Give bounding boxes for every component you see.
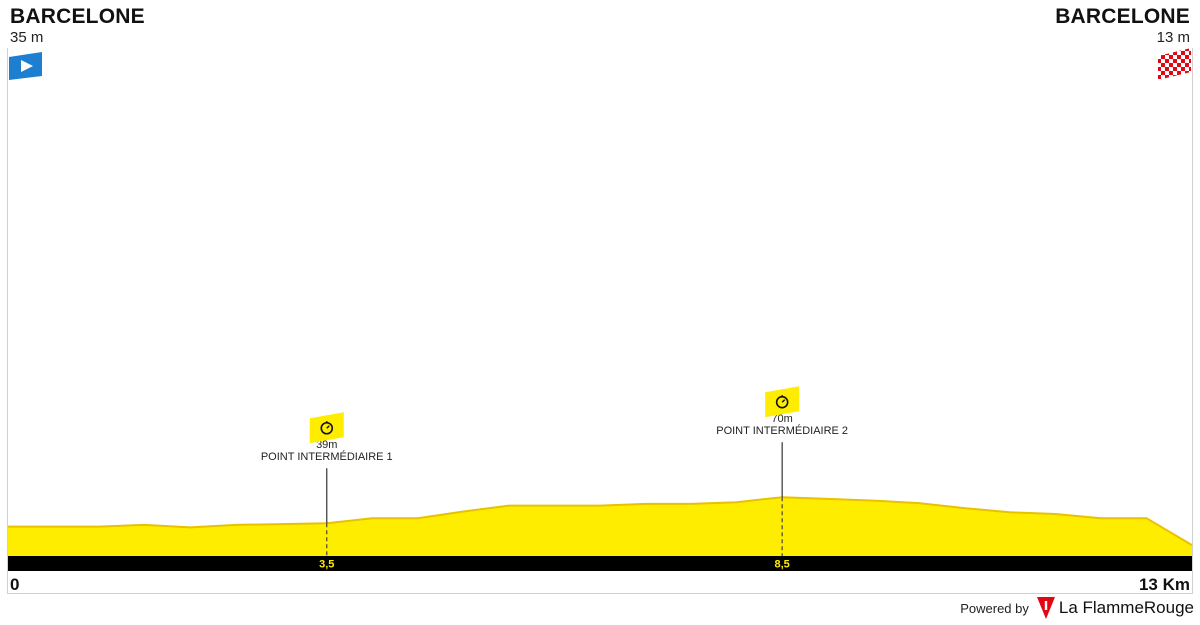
finish-altitude: 13 m [1156, 29, 1190, 46]
intermediate-altitude-2: 70m [771, 413, 792, 425]
axis-end-label: 13 Km [1138, 575, 1190, 594]
start-altitude: 35 m [10, 29, 44, 46]
stopwatch-hand [781, 399, 786, 403]
powered-by: Powered by La FlammeRouge [960, 597, 1194, 619]
axis-start-label: 0 [10, 575, 20, 594]
profile-frame [7, 48, 1193, 594]
km-axis-bar [8, 556, 1192, 571]
km-tick-label-1: 3,5 [319, 559, 334, 571]
stopwatch-hand [326, 425, 330, 429]
finish-town: BARCELONE [1055, 5, 1190, 28]
checkered-flag-icon [1158, 48, 1191, 80]
brand-name: La FlammeRouge [1058, 598, 1194, 617]
km-tick-label-2: 8,5 [775, 559, 790, 571]
start-town: BARCELONE [10, 5, 145, 28]
intermediate-altitude-1: 39m [316, 439, 337, 451]
flamme-rouge-logo-icon [1036, 597, 1055, 619]
play-flag-icon [9, 52, 42, 80]
intermediate-name-2: POINT INTERMÉDIAIRE 2 [716, 424, 848, 437]
intermediate-name-1: POINT INTERMÉDIAIRE 1 [261, 450, 393, 463]
elevation-line [8, 496, 1193, 546]
elevation-area [8, 497, 1192, 556]
brand[interactable]: La FlammeRouge [1036, 597, 1194, 619]
powered-by-text: Powered by [960, 600, 1029, 616]
